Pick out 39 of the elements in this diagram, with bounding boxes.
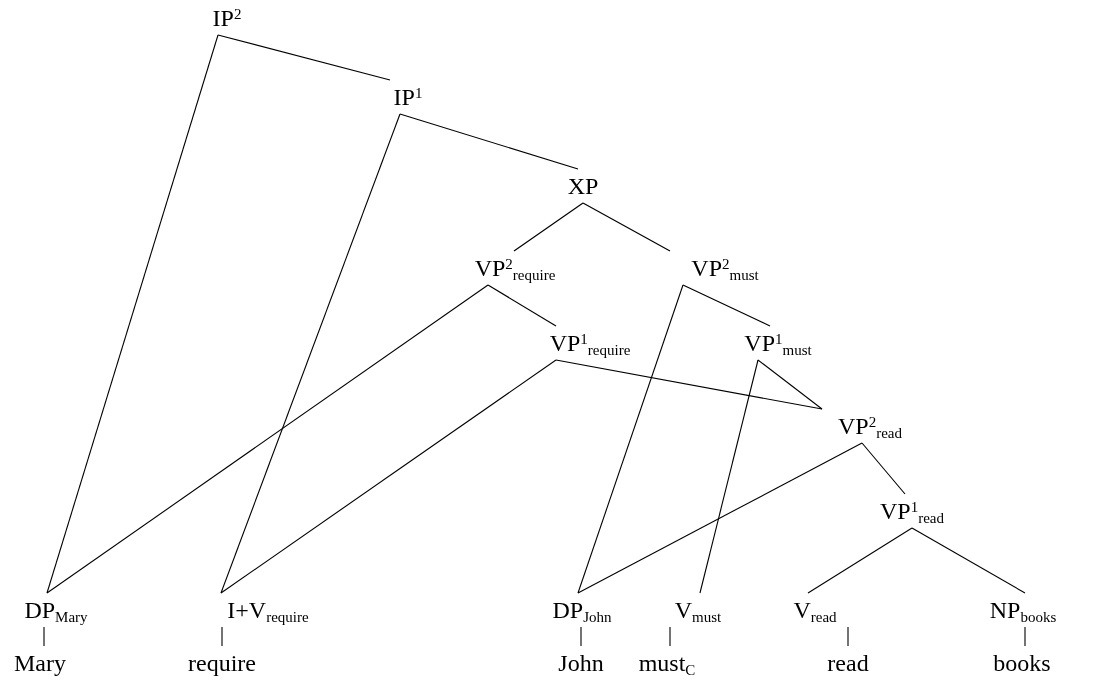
tree-branch [220,113,401,594]
tree-node-label: read [827,646,869,680]
tree-branch [911,527,1026,594]
tree-node-label: DP$_{Mary}$ [24,593,88,627]
tree-node-label: I+V$_{require}$ [227,593,309,627]
tree-branch [757,359,823,410]
tree-branch [43,626,45,647]
tree-branch [221,626,223,647]
tree-branch [580,626,582,647]
tree-branch [46,284,489,594]
tree-branch [669,626,671,647]
tree-node-label: V$_{must}$ [674,593,722,627]
tree-branch [807,527,913,594]
tree-branch [46,34,219,594]
tree-branch [1024,626,1026,647]
tree-node-label: DP$_{John}$ [552,593,612,627]
tree-node-label: V$_{read}$ [793,593,837,627]
tree-branch [577,442,863,594]
tree-node-label: IP$^{1}$ [393,80,423,114]
tree-branch [217,34,391,81]
tree-node-label: Mary [14,646,66,680]
tree-node-label: require [188,646,256,680]
tree-branch [847,626,849,647]
tree-branch [699,359,759,594]
tree-branch [577,284,684,594]
tree-branch [861,442,906,495]
tree-node-label: must$_{C}$ [638,646,696,680]
tree-branch [582,202,671,252]
tree-node-label: IP$^{2}$ [212,1,242,35]
tree-node-label: books [993,646,1051,680]
tree-node-label: XP [567,169,599,203]
tree-branch [555,359,823,410]
tree-branch [487,284,557,327]
tree-node-label: John [558,646,604,680]
tree-node-label: NP$_{books}$ [989,593,1057,627]
tree-branch [513,202,584,252]
tree-branch [399,113,579,170]
tree-branch [220,359,557,594]
tree-branch [682,284,771,327]
